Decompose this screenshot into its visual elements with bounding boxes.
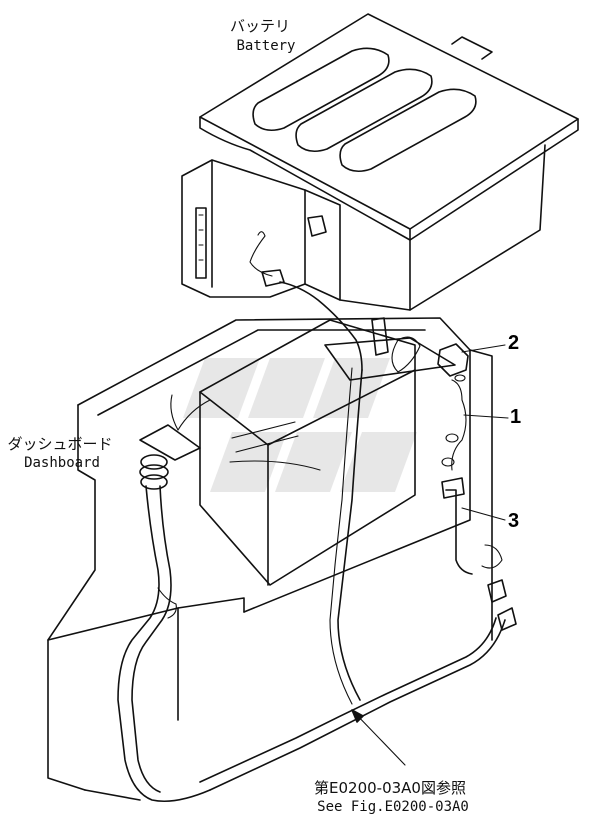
dashboard-label-en: Dashboard	[24, 455, 100, 471]
callout-number-1: 1	[510, 406, 521, 428]
dashboard-label-jp: ダッシュボード	[7, 435, 112, 453]
battery-label-jp: バッテリ	[230, 17, 290, 35]
reference-label-en: See Fig.E0200-03A0	[317, 799, 469, 815]
battery	[181, 13, 579, 371]
callout-number-2: 2	[508, 332, 519, 354]
leader-lines	[351, 344, 509, 766]
watermark-logo	[183, 358, 417, 492]
battery-label-en: Battery	[236, 38, 295, 54]
wiring-harness	[117, 343, 517, 803]
dashboard	[47, 317, 471, 801]
callout-number-3: 3	[508, 510, 519, 532]
reference-label-jp: 第E0200-03A0図参照	[314, 779, 466, 797]
